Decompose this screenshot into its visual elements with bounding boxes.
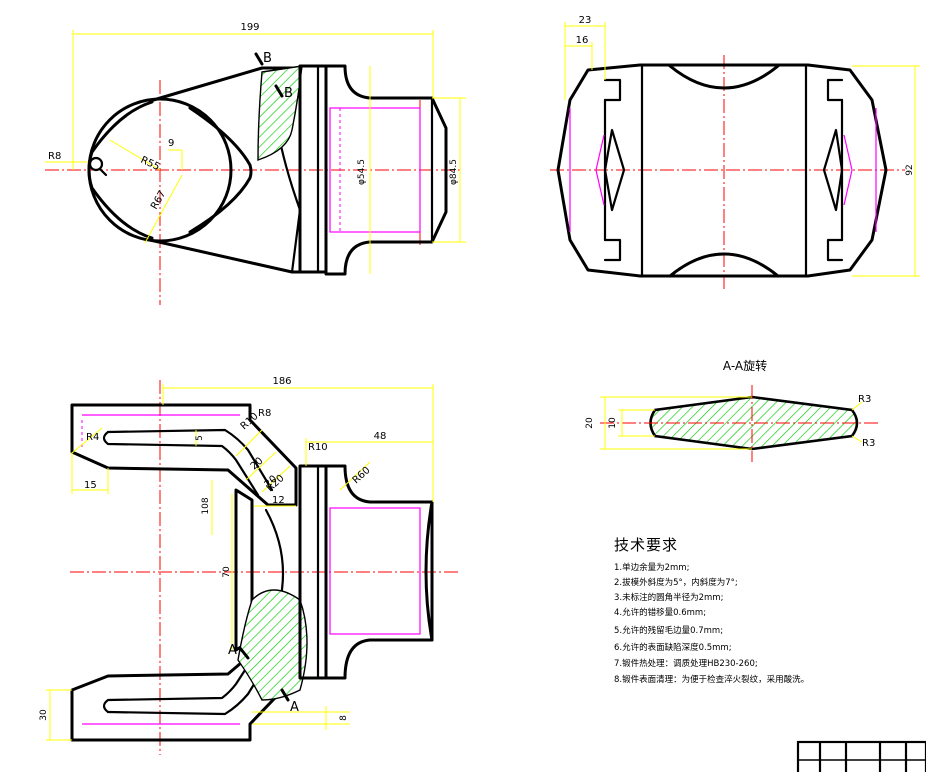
dim-h30: 30 <box>39 709 49 721</box>
dim-r4: R4 <box>86 432 99 443</box>
dim-r8: R8 <box>258 408 271 419</box>
dim-front-overall: 186 <box>272 376 291 387</box>
dim-h92: 92 <box>905 164 915 175</box>
dim-r20a: 20 <box>249 456 266 473</box>
dim-r-left: R8 <box>48 151 61 162</box>
side-view: 23 16 92 <box>550 15 920 290</box>
dim-d5: 5 <box>195 435 205 441</box>
dim-diameter-r: R67 <box>149 189 168 212</box>
dim-bore-left: φ54.5 <box>357 159 367 185</box>
dim-d8: 8 <box>339 715 349 721</box>
requirement-item: 8.锻件表面清理：为便于检查淬火裂纹，采用酸洗。 <box>614 674 809 685</box>
requirement-item: 7.锻件热处理：调质处理HB230-260; <box>614 658 758 669</box>
front-view: 186 R8 R4 15 5 R10 20 20 R10 108 12 70 R… <box>39 376 460 755</box>
requirements-title: 技术要求 <box>614 536 678 554</box>
requirement-item: 1.单边余量为2mm; <box>614 562 689 573</box>
dim-w48: 48 <box>374 431 387 442</box>
section-b-label-2: B <box>284 86 293 101</box>
dim-h70: 70 <box>222 566 232 578</box>
technical-requirements: 技术要求 1.单边余量为2mm; 2.拔模外斜度为5°，内斜度为7°; 3.未标… <box>614 536 809 685</box>
dim-section-r3b: R3 <box>862 438 875 449</box>
dim-section-r3a: R3 <box>858 394 871 405</box>
dim-section-h10: 10 <box>608 417 618 429</box>
dim-r10b: R10 <box>308 442 328 453</box>
section-a-label-2: A <box>290 700 299 715</box>
dim-section-h20: 20 <box>585 417 595 429</box>
requirement-item: 5.允许的残留毛边量0.7mm; <box>614 625 723 636</box>
dim-w12: 12 <box>272 495 285 506</box>
section-b-label-1: B <box>263 51 272 66</box>
requirement-item: 6.允许的表面缺陷深度0.5mm; <box>614 642 732 653</box>
section-aa-view: A-A旋转 20 10 R3 R3 <box>585 358 880 462</box>
requirement-item: 2.拔模外斜度为5°，内斜度为7°; <box>614 577 738 588</box>
title-block <box>796 740 926 772</box>
dim-r60: R60 <box>351 465 373 486</box>
dim-h108: 108 <box>201 497 211 514</box>
dim-w23: 23 <box>579 15 592 26</box>
top-view: 199 R8 R55 9 R67 φ54.5 φ84.5 B B <box>45 22 466 305</box>
section-aa-title: A-A旋转 <box>723 358 767 373</box>
section-a-label-1: A <box>228 643 237 658</box>
dim-overall-length: 199 <box>240 22 259 33</box>
requirement-item: 3.未标注的圆角半径为2mm; <box>614 592 723 603</box>
dim-bore-right: φ84.5 <box>449 159 459 185</box>
requirement-item: 4.允许的错移量0.6mm; <box>614 607 706 618</box>
dim-w16: 16 <box>576 35 589 46</box>
dim-w15: 15 <box>84 480 97 491</box>
dim-small-nine: 9 <box>168 138 174 149</box>
